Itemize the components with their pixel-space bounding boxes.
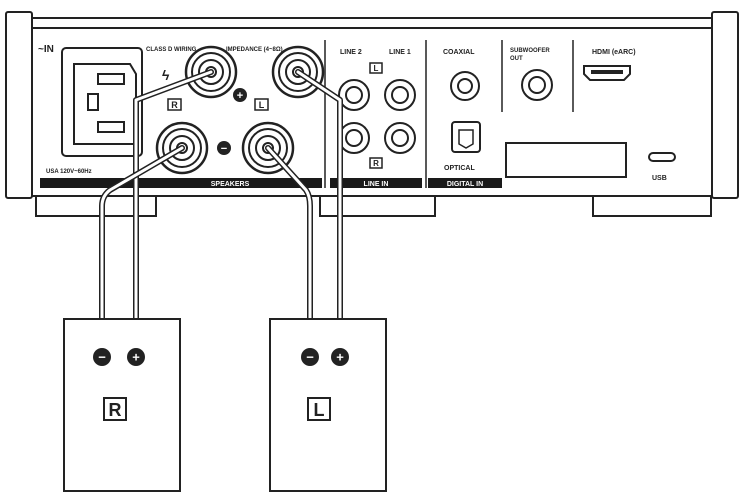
line-l-badge-box (369, 62, 383, 74)
chassis-top-edge (13, 17, 735, 29)
speaker-right-plus-glyph: + (132, 350, 140, 365)
left-foot (35, 195, 157, 217)
speaker-right-plus-icon (127, 348, 145, 366)
hdmi-earc-port: HDMI (eARC) (583, 49, 636, 81)
ac-in-label: ~IN (38, 44, 54, 55)
speaker-right-minus-glyph: − (98, 350, 106, 365)
blank-panel-plate (505, 142, 627, 178)
speaker-left-plus-glyph: + (336, 350, 344, 365)
line-r-badge-box (369, 157, 383, 169)
subwoofer-label-line1: SUBWOOFER (510, 48, 550, 54)
speaker-left-badge: L (314, 400, 325, 420)
ac-pin-top (97, 73, 125, 85)
channel-r-badge: R (171, 100, 178, 110)
ac-pin-ground (87, 93, 99, 111)
right-side-panel (711, 11, 739, 199)
line-in-section-label: LINE IN (364, 181, 389, 188)
subwoofer-label-line2: OUT (510, 56, 523, 62)
rca-line1-l (384, 79, 416, 111)
hdmi-label: HDMI (eARC) (592, 49, 636, 56)
line2-label: LINE 2 (340, 49, 362, 56)
channel-r-badge-box (167, 98, 182, 111)
coaxial-label: COAXIAL (443, 49, 475, 56)
subwoofer-out: SUBWOOFER OUT (510, 48, 553, 101)
speaker-left-badge-box (307, 397, 331, 421)
plus-marker-icon (233, 88, 247, 102)
channel-l-badge-box (254, 98, 269, 111)
optical-jack (451, 121, 481, 153)
channel-l-badge: L (259, 100, 265, 110)
minus-marker-glyph: − (221, 143, 227, 155)
digital-in-section-label: DIGITAL IN (447, 181, 483, 188)
line-in-section: LINE 2 LINE 1 L R LINE IN (330, 49, 422, 188)
speaker-right: − + R (63, 318, 181, 492)
speaker-left-minus-glyph: − (306, 350, 314, 365)
speakers-section-bar (40, 178, 322, 188)
line-l-badge: L (374, 64, 379, 73)
ac-inlet: ~IN USA 120V~60Hz (38, 44, 143, 175)
plus-marker-glyph: + (237, 90, 243, 102)
rca-line2-l (338, 79, 370, 111)
wire-l-minus-core (266, 146, 312, 359)
impedance-label: IMPEDANCE (4~8Ω) (226, 47, 283, 53)
rca-line1-r (384, 122, 416, 154)
left-side-panel (5, 11, 33, 199)
hdmi-port-pins (591, 70, 623, 74)
line-in-section-bar (330, 178, 422, 188)
subwoofer-jack-inner (528, 76, 546, 94)
middle-foot (319, 195, 436, 217)
line-r-badge: R (373, 159, 379, 168)
right-foot (592, 195, 712, 217)
ac-pin-bottom (97, 121, 125, 133)
speakers-section-label: SPEAKERS (211, 181, 250, 188)
minus-marker-icon (217, 141, 231, 155)
digital-in-section-bar (428, 178, 502, 188)
speaker-right-badge: R (109, 400, 122, 420)
wire-r-minus-core (100, 146, 184, 359)
wire-l-plus-core (296, 70, 342, 359)
digital-in-section: COAXIAL OPTICAL DIGITAL IN (428, 49, 502, 188)
coaxial-jack (450, 71, 480, 101)
speaker-wires (99, 69, 343, 360)
speaker-left-minus-icon (301, 348, 319, 366)
optical-label: OPTICAL (444, 165, 475, 172)
speaker-left: − + L (269, 318, 387, 492)
power-rating-label: USA 120V~60Hz (46, 169, 92, 175)
usb-port: USB (648, 152, 676, 182)
lightning-icon: ϟ (162, 67, 170, 83)
speaker-right-minus-icon (93, 348, 111, 366)
speaker-right-badge-box (103, 397, 127, 421)
usb-label: USB (652, 175, 667, 182)
wire-r-plus-core (134, 70, 213, 359)
rca-line2-r (338, 122, 370, 154)
line1-label: LINE 1 (389, 49, 411, 56)
speaker-left-plus-icon (331, 348, 349, 366)
class-d-wiring-label: CLASS D WIRING (146, 47, 197, 53)
usb-port-shape (648, 152, 676, 162)
